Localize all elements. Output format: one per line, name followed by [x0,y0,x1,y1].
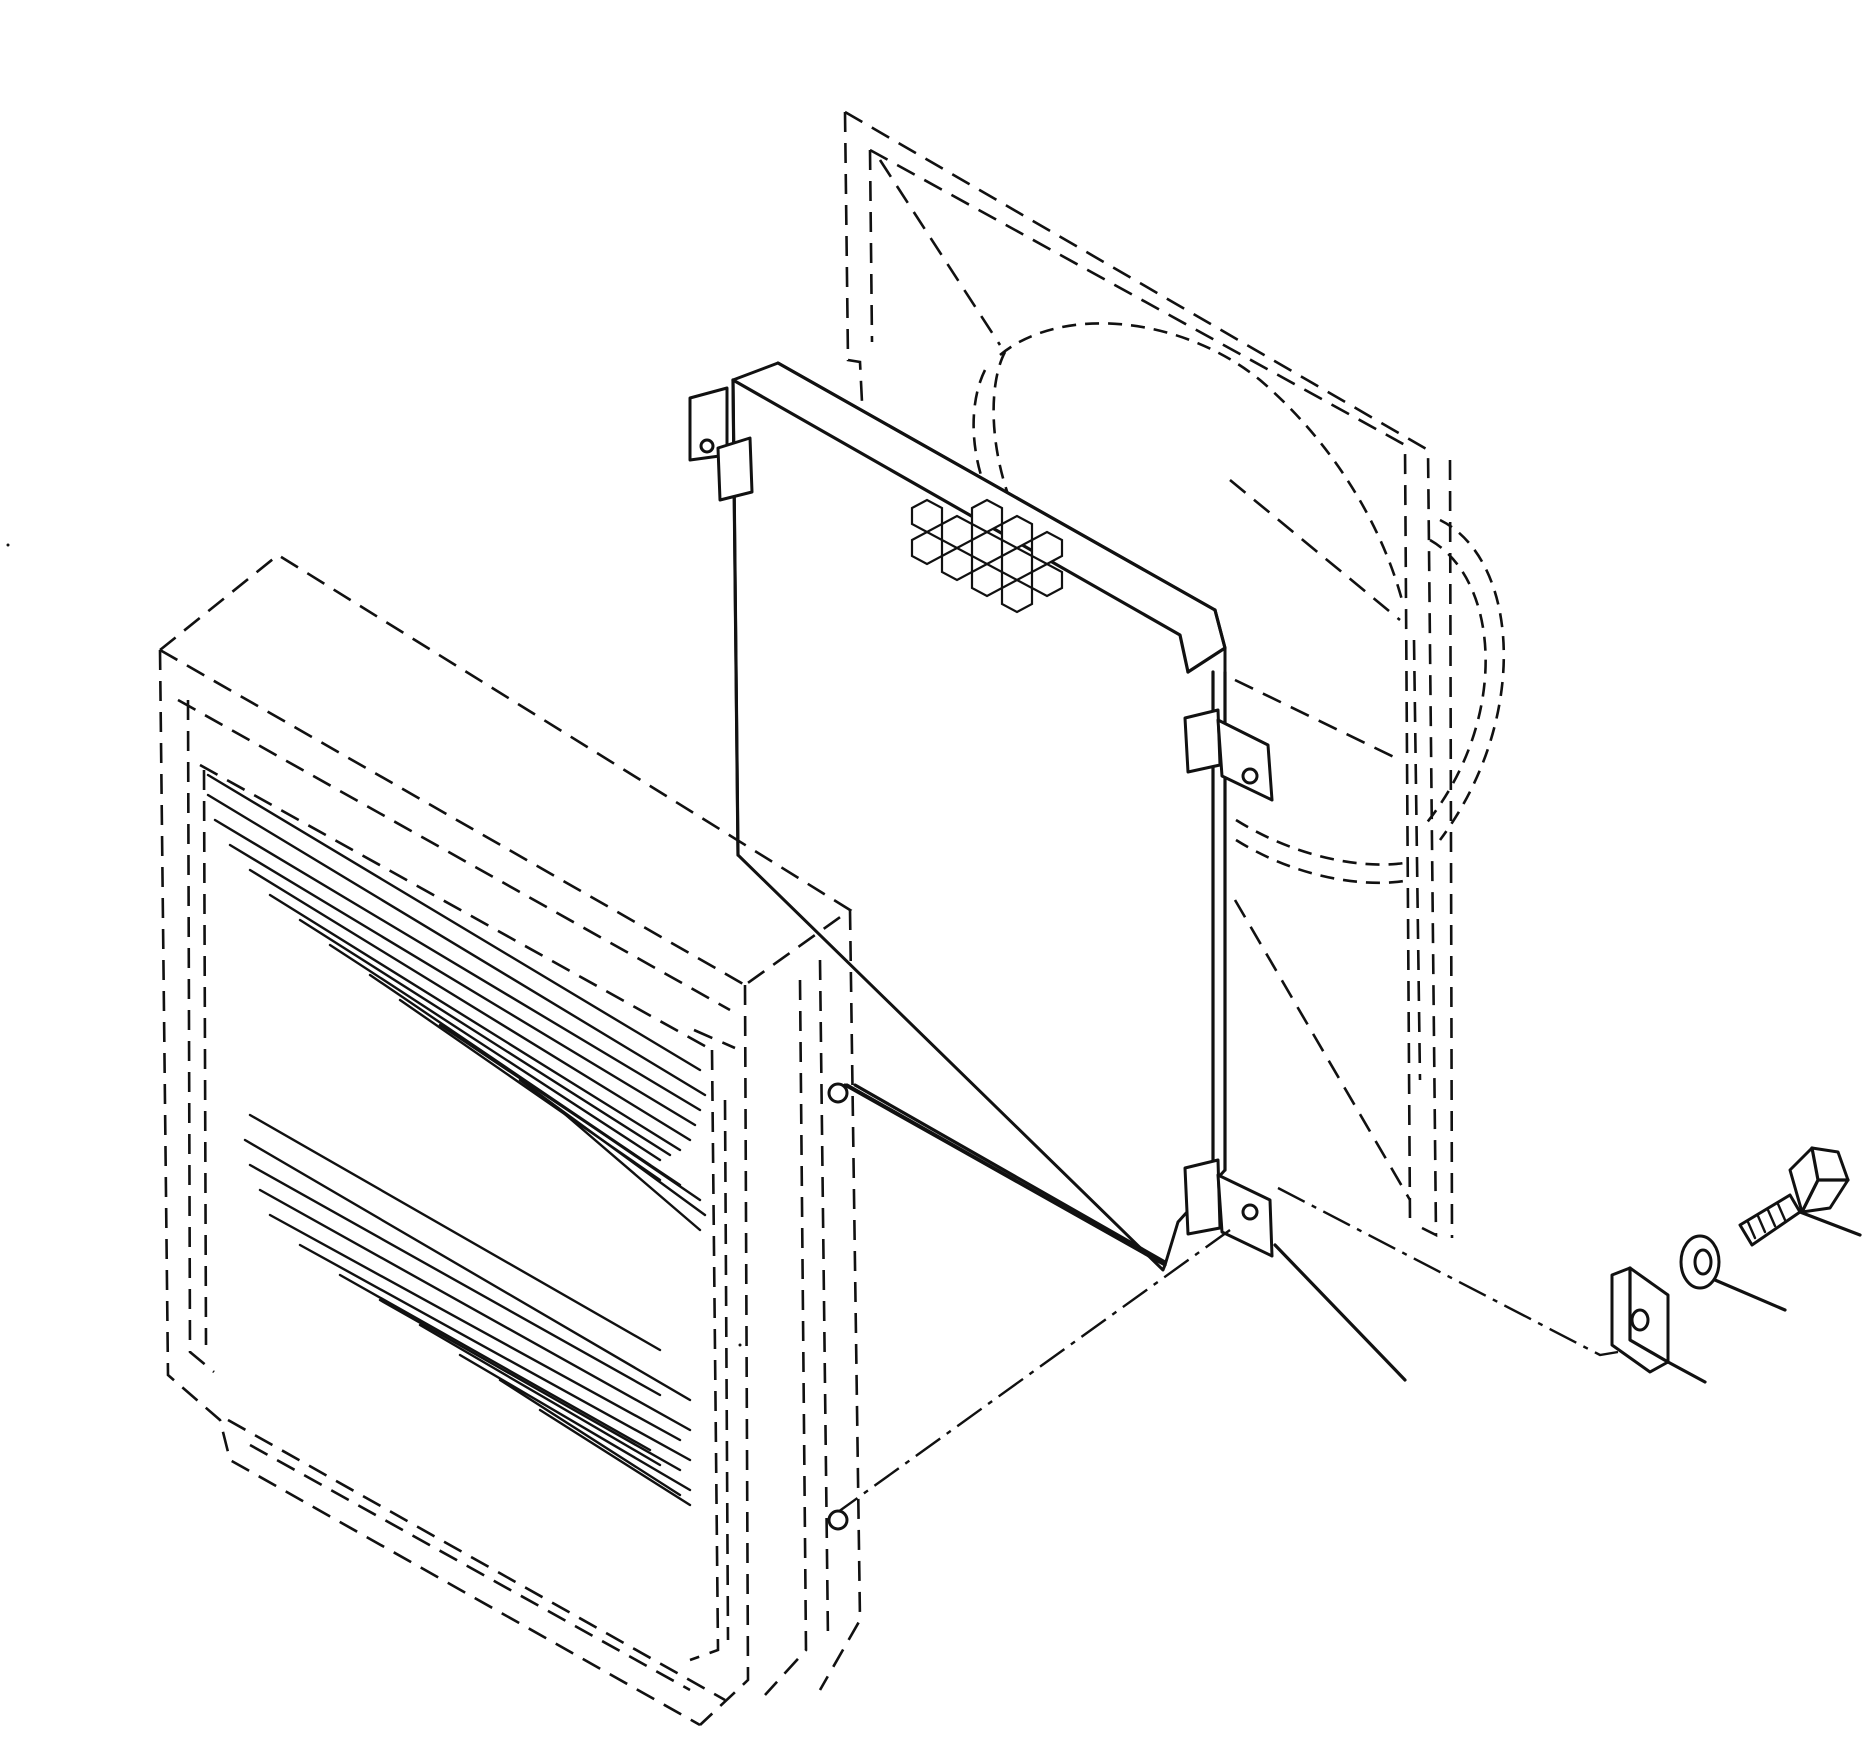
right-lower-bracket-icon [1183,1158,1274,1258]
right-middle-bracket-icon [1183,708,1274,802]
honeycomb-core-icon [910,498,1064,614]
upper-left-bracket-icon [688,386,754,502]
radiator [158,553,1162,1727]
upper-mounting-stud-icon [827,1082,849,1104]
leader-lines [837,1083,1619,1513]
condenser-core [688,361,1274,1272]
fan-shroud [843,110,1506,1239]
radiator-core-icon [206,773,707,1507]
scan-speck [6,543,10,547]
lower-mounting-stud-icon [827,1509,849,1531]
bolt-icon [1738,1146,1862,1247]
bracket-icon [1610,1266,1707,1384]
fasteners [1610,1146,1862,1384]
scan-speck [738,1343,742,1347]
washer-icon [1679,1234,1787,1312]
